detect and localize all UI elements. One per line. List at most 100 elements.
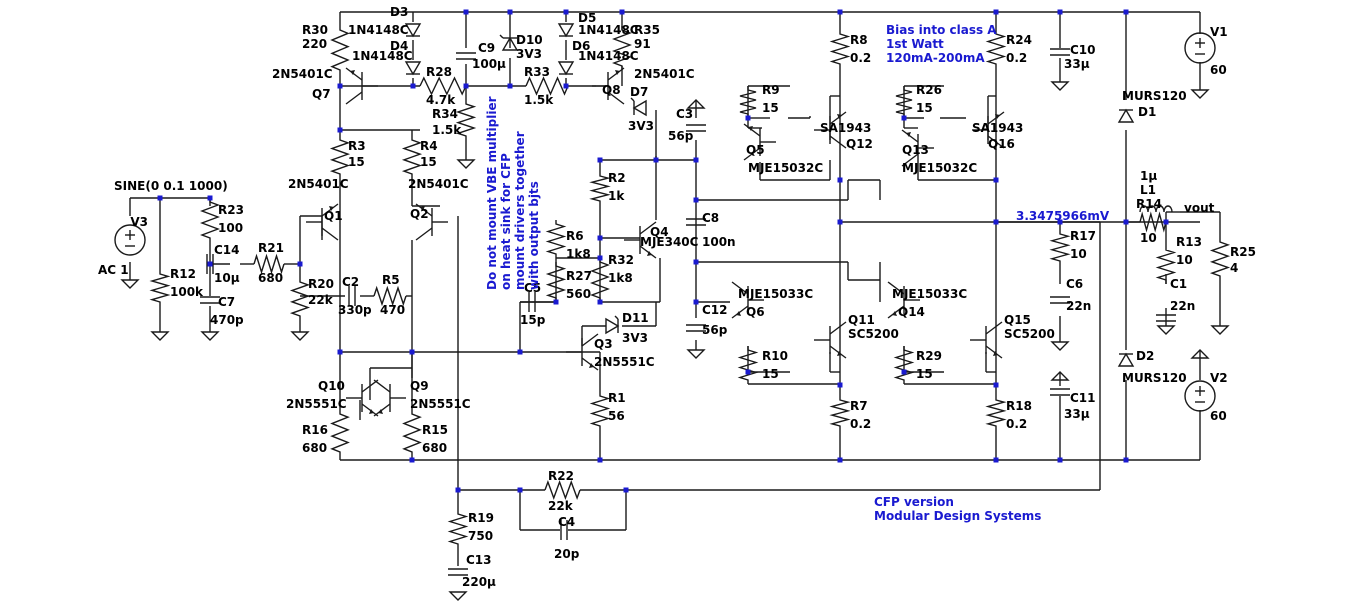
resistor-value-r2: 1k bbox=[608, 189, 625, 203]
junction-dot bbox=[901, 115, 907, 121]
transistor-name-q13: Q13 bbox=[902, 143, 929, 157]
source-ac-v3: AC 1 bbox=[98, 263, 129, 277]
capacitor-c12 bbox=[686, 324, 706, 332]
supply-arrow bbox=[1190, 349, 1210, 359]
junction-dot bbox=[455, 487, 461, 493]
resistor-value-r9: 15 bbox=[762, 101, 779, 115]
junction-dot bbox=[553, 299, 559, 305]
transistor-q10 bbox=[346, 379, 379, 417]
junction-dot bbox=[837, 9, 843, 15]
transistor-q8 bbox=[592, 67, 625, 105]
capacitor-value-c1: 22n bbox=[1170, 299, 1195, 313]
transistor-q7 bbox=[345, 67, 378, 105]
transistor-name-q8: Q8 bbox=[602, 83, 621, 97]
resistor-name-r6: R6 bbox=[566, 229, 584, 243]
wires bbox=[129, 11, 1221, 566]
capacitor-c4 bbox=[560, 520, 568, 540]
capacitor-name-c7: C7 bbox=[218, 295, 235, 309]
supply-name-v1: V1 bbox=[1210, 25, 1228, 39]
diode-d1 bbox=[1117, 108, 1135, 123]
transistor-value-q14: MJE15033C bbox=[892, 287, 967, 301]
resistor-value-r12: 100k bbox=[170, 285, 204, 299]
junction-dot bbox=[597, 299, 603, 305]
diode-value-d5: 1N4148C bbox=[578, 23, 639, 37]
transistor-value-q8: 2N5401C bbox=[634, 67, 695, 81]
ground-symbol bbox=[150, 331, 170, 341]
capacitor-c1 bbox=[1156, 314, 1176, 322]
resistor-r24 bbox=[985, 30, 1007, 68]
resistor-name-r1: R1 bbox=[608, 391, 626, 405]
resistor-name-r16: R16 bbox=[302, 423, 328, 437]
junction-dot bbox=[517, 349, 523, 355]
capacitor-name-c12: C12 bbox=[702, 303, 728, 317]
transistor-q14 bbox=[887, 281, 920, 319]
resistor-r22 bbox=[544, 479, 581, 501]
ground-symbol bbox=[448, 591, 468, 601]
junction-dot bbox=[1123, 219, 1129, 225]
capacitor-c14 bbox=[206, 254, 214, 274]
resistor-name-r19: R19 bbox=[468, 511, 494, 525]
capacitor-name-c4: C4 bbox=[558, 515, 575, 529]
diode-name-d7: D7 bbox=[630, 85, 648, 99]
resistor-name-r15: R15 bbox=[422, 423, 448, 437]
transistor-name-q1: Q1 bbox=[324, 209, 343, 223]
ground-symbol bbox=[200, 331, 220, 341]
resistor-r7 bbox=[829, 396, 851, 430]
resistor-r5 bbox=[373, 285, 407, 307]
resistor-r13 bbox=[1155, 246, 1177, 284]
resistor-r2 bbox=[589, 172, 611, 205]
diode-value-d3: 1N4148C bbox=[348, 23, 409, 37]
resistor-name-r28: R28 bbox=[426, 65, 452, 79]
capacitor-value-c13: 220µ bbox=[462, 575, 496, 589]
junction-dot bbox=[563, 9, 569, 15]
ground-symbol bbox=[686, 349, 706, 359]
diode-value-d11: 3V3 bbox=[622, 331, 648, 345]
resistor-name-r23: R23 bbox=[218, 203, 244, 217]
diode-name-d3: D3 bbox=[390, 5, 408, 19]
resistor-value-r30: 220 bbox=[302, 37, 327, 51]
diode-d7 bbox=[630, 97, 647, 117]
note-version-line-2: Modular Design Systems bbox=[874, 509, 1041, 523]
capacitor-c2 bbox=[348, 286, 356, 306]
resistor-value-r33: 1.5k bbox=[524, 93, 554, 107]
capacitor-c3 bbox=[686, 124, 706, 132]
resistor-value-r14: 10 bbox=[1140, 231, 1157, 245]
ground-symbol bbox=[1190, 89, 1210, 99]
note-bias-line-2: 1st Watt bbox=[886, 37, 944, 51]
resistor-r8 bbox=[829, 30, 851, 68]
resistor-value-r7: 0.2 bbox=[850, 417, 871, 431]
resistor-name-r7: R7 bbox=[850, 399, 868, 413]
resistor-name-r14: R14 bbox=[1136, 197, 1162, 211]
capacitor-name-c14: C14 bbox=[214, 243, 240, 257]
capacitor-value-c14: 10µ bbox=[214, 271, 240, 285]
resistor-name-r5: R5 bbox=[382, 273, 400, 287]
diode-value-d6: 1N4148C bbox=[578, 49, 639, 63]
diode-name-d5: D5 bbox=[578, 11, 596, 25]
resistor-value-r18: 0.2 bbox=[1006, 417, 1027, 431]
transistor-name-q7: Q7 bbox=[312, 87, 331, 101]
transistor-value-q11: SC5200 bbox=[848, 327, 899, 341]
resistor-r18 bbox=[985, 396, 1007, 430]
junction-dot bbox=[410, 83, 416, 89]
transistor-value-q15: SC5200 bbox=[1004, 327, 1055, 341]
diode-name-d6: D6 bbox=[572, 39, 590, 53]
resistor-name-r34: R34 bbox=[432, 107, 458, 121]
resistor-r15 bbox=[402, 410, 422, 456]
transistor-value-q12: SA1943 bbox=[820, 121, 871, 135]
diode-name-d1: D1 bbox=[1138, 105, 1156, 119]
note-vbe-line-3: mount drivers together bbox=[513, 131, 527, 290]
transistor-name-q4: Q4 bbox=[650, 225, 669, 239]
junction-dot bbox=[993, 9, 999, 15]
transistor-q12 bbox=[814, 111, 847, 149]
junction-dot bbox=[597, 235, 603, 241]
capacitor-c6 bbox=[1050, 296, 1070, 304]
resistor-r6 bbox=[545, 220, 567, 258]
junction-dot bbox=[653, 157, 659, 163]
resistor-r33 bbox=[525, 76, 569, 96]
ground-symbol bbox=[1050, 81, 1070, 91]
resistor-value-r27: 560 bbox=[566, 287, 591, 301]
ground-symbol bbox=[120, 279, 140, 289]
resistor-name-r9: R9 bbox=[762, 83, 780, 97]
junction-dot bbox=[745, 115, 751, 121]
